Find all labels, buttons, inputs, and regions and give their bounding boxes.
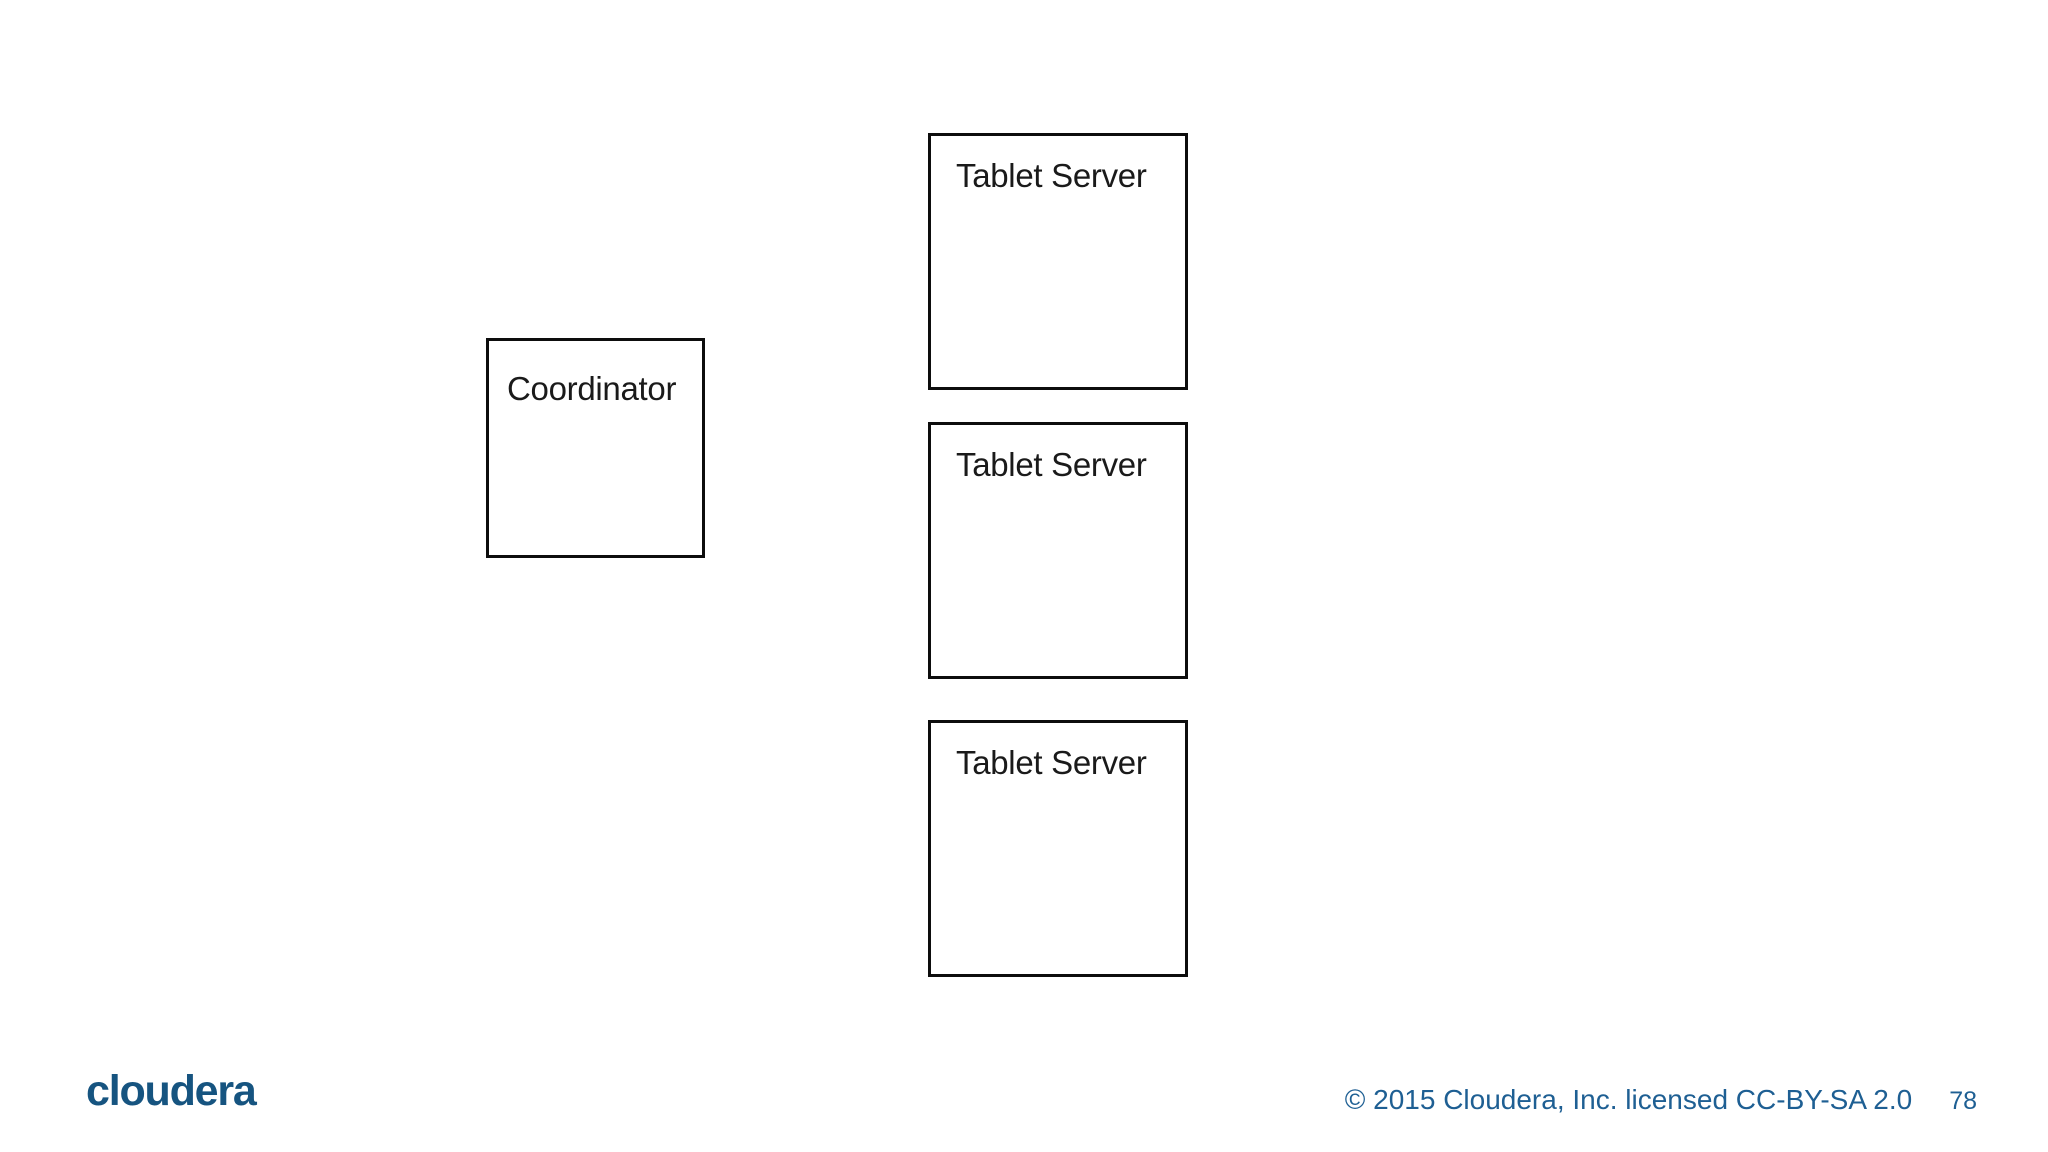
tablet-server-node-2: Tablet Server [928,422,1188,679]
tablet-server-node-1: Tablet Server [928,133,1188,390]
footer: © 2015 Cloudera, Inc. licensed CC-BY-SA … [1345,1086,1977,1114]
cloudera-logo: cloudera [86,1067,257,1115]
coordinator-node: Coordinator [486,338,705,558]
page-number: 78 [1949,1087,1977,1115]
copyright-text: © 2015 Cloudera, Inc. licensed CC-BY-SA … [1344,1084,1913,1115]
tablet-server-label: Tablet Server [956,744,1147,781]
tablet-server-label: Tablet Server [956,157,1147,194]
tablet-server-label: Tablet Server [956,446,1147,483]
tablet-server-node-3: Tablet Server [928,720,1188,977]
coordinator-label: Coordinator [507,370,677,407]
